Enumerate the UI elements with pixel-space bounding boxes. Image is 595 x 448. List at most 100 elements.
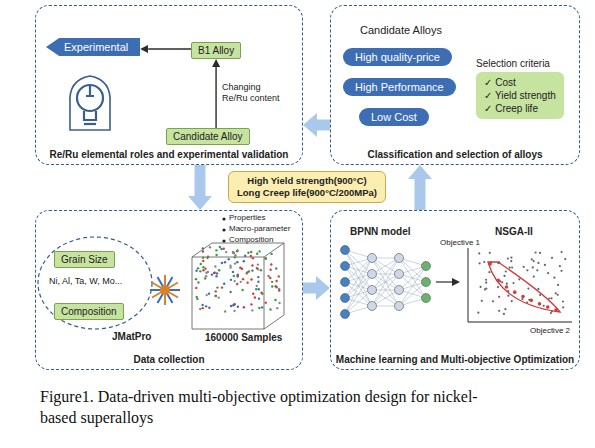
alloy-box: Candidate Alloy (166, 128, 250, 145)
sample-dot (214, 265, 216, 267)
population-dot (533, 275, 535, 277)
population-dot (555, 292, 557, 294)
neuron (368, 254, 377, 263)
sample-dot (223, 248, 225, 250)
sample-dot (239, 267, 241, 269)
sample-dot (251, 309, 253, 311)
population-dot (531, 258, 533, 260)
population-dot (498, 310, 500, 312)
sample-dot (278, 302, 280, 304)
sample-dot (233, 280, 235, 282)
sample-dot (236, 249, 238, 251)
population-dot (560, 251, 562, 253)
sample-cube (192, 217, 284, 329)
node-text: Candidate Alloy (173, 131, 243, 142)
sample-dot (202, 247, 204, 249)
population-dot (510, 260, 512, 262)
sample-dot (271, 281, 273, 283)
sample-dot (234, 256, 236, 258)
flow-arrow (436, 281, 452, 282)
alloy-box: Composition (54, 303, 124, 320)
cube-edge (264, 243, 284, 257)
sample-dot (258, 307, 260, 309)
sample-dot (252, 257, 254, 259)
sample-dot (215, 249, 217, 251)
sample-dot (196, 298, 198, 300)
sample-dot (215, 290, 217, 292)
sample-dot (275, 285, 277, 287)
sample-dot (246, 281, 248, 283)
sample-dot (258, 297, 260, 299)
panel-title: Classification and selection of alloys (331, 149, 579, 160)
sample-dot (223, 283, 225, 285)
sample-dot (269, 308, 271, 310)
sample-dot (270, 263, 272, 265)
sample-dot (236, 250, 238, 252)
sample-dot (252, 292, 254, 294)
sample-dot (229, 291, 231, 293)
sample-dot (216, 286, 218, 288)
neuron (368, 302, 377, 311)
figure-label: Objective 1 (440, 238, 480, 247)
sample-dot (258, 288, 260, 290)
population-dot (560, 270, 562, 272)
front-dot (488, 262, 492, 266)
front-dot (496, 278, 500, 282)
sample-dot (208, 307, 210, 309)
sample-dot (251, 269, 253, 271)
front-dot (521, 295, 525, 299)
figure-label: Composition (229, 235, 273, 244)
neuron (341, 278, 350, 287)
sample-dot (274, 299, 276, 301)
population-dot (534, 251, 536, 253)
front-dot (538, 302, 542, 306)
population-dot (512, 282, 514, 284)
figure-label: NSGA-II (495, 226, 533, 237)
sample-dot (218, 269, 220, 271)
population-dot (497, 286, 499, 288)
node-text: Selection criteria (476, 57, 550, 70)
sample-dot (256, 253, 258, 255)
stage-arrow (303, 283, 316, 294)
neuron (395, 302, 404, 311)
sample-dot (250, 303, 252, 305)
sample-dot (254, 296, 256, 298)
front-dot (554, 308, 558, 312)
population-dot (562, 300, 564, 302)
population-dot (511, 300, 513, 302)
sample-dot (202, 266, 204, 268)
front-dot (529, 299, 533, 303)
sample-dot (243, 260, 245, 262)
node-text: Low Cost (371, 111, 417, 123)
sample-dot (236, 283, 238, 285)
neuron (422, 262, 431, 271)
sample-dot (216, 272, 218, 274)
sample-dot (220, 248, 222, 250)
sample-dot (261, 306, 263, 308)
figure-label: Properties (229, 213, 265, 222)
stage-arrow (195, 165, 206, 196)
node-text: High Yield strength(900°C) (237, 175, 377, 187)
net-weight (345, 290, 372, 314)
sample-dot (205, 275, 207, 277)
sample-dot (250, 251, 252, 253)
cube-edge (284, 243, 285, 315)
sample-dot (257, 276, 259, 278)
sample-dot (255, 288, 257, 290)
sample-dot (236, 261, 238, 263)
sample-dot (225, 251, 227, 253)
sample-dot (256, 267, 258, 269)
node-text: ✓ Creep life (484, 102, 556, 115)
sample-dot (199, 308, 201, 310)
category-pill: High quality-price (343, 48, 452, 66)
front-dot (546, 305, 550, 309)
sample-dot (256, 285, 258, 287)
sample-dot (275, 267, 277, 269)
cube-edge (192, 329, 264, 330)
population-dot (551, 257, 553, 259)
sample-dot (221, 262, 223, 264)
node-text: High Performance (355, 81, 444, 93)
population-dot (559, 265, 561, 267)
sample-dot (275, 280, 277, 282)
sample-dot (260, 292, 262, 294)
